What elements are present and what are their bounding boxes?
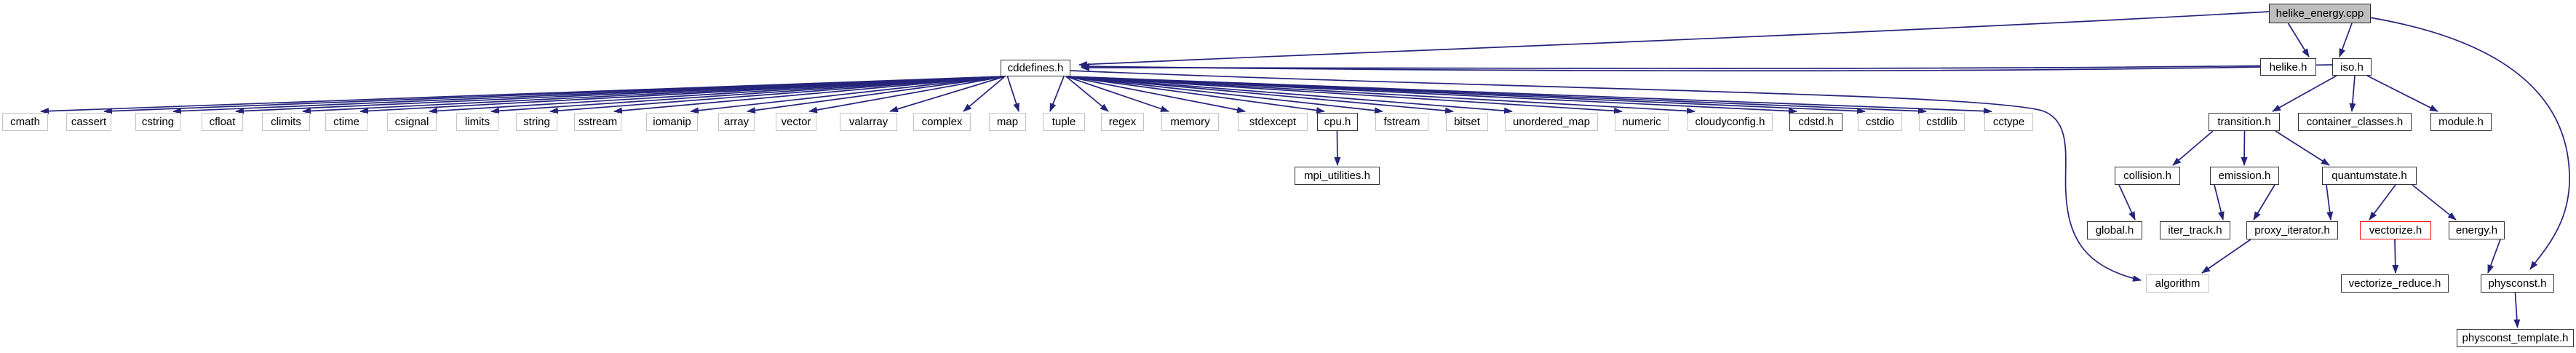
- edge-cddefines-memory: [1065, 76, 1169, 112]
- node-climits: climits: [262, 113, 310, 131]
- node-tuple: tuple: [1043, 113, 1085, 131]
- edge-cddefines-cloudyconfig: [1065, 76, 1696, 114]
- node-global[interactable]: global.h: [2087, 221, 2142, 239]
- node-cddefines[interactable]: cddefines.h: [1001, 60, 1070, 76]
- node-iomanip: iomanip: [646, 113, 698, 131]
- node-array: array: [718, 113, 755, 131]
- node-cstdio: cstdio: [1858, 113, 1902, 131]
- edge-transition-emission: [2241, 130, 2248, 166]
- edge-iso-module: [2366, 75, 2438, 112]
- edge-transition-quantumstate: [2275, 130, 2330, 166]
- edge-emission-iter_track: [2214, 184, 2225, 221]
- node-cstdlib: cstdlib: [1919, 113, 1965, 131]
- node-valarray: valarray: [840, 113, 897, 131]
- edge-helike_energy_cpp-physconst: [2369, 17, 2570, 270]
- edge-iso-transition: [2272, 75, 2337, 112]
- node-helike_energy_cpp[interactable]: helike_energy.cpp: [2269, 4, 2371, 23]
- edge-cddefines-algorithm: [1069, 70, 2142, 282]
- node-csignal: csignal: [387, 113, 437, 131]
- edge-cddefines-tuple: [1049, 76, 1065, 112]
- node-transition[interactable]: transition.h: [2209, 113, 2280, 131]
- node-module[interactable]: module.h: [2430, 113, 2492, 131]
- edge-cddefines-unordered_map: [1065, 76, 1513, 114]
- edge-emission-proxy_iterator: [2253, 184, 2275, 221]
- node-energy[interactable]: energy.h: [2449, 221, 2505, 239]
- node-sstream: sstream: [574, 113, 621, 131]
- edge-quantumstate-energy: [2412, 184, 2457, 221]
- edge-quantumstate-vectorize: [2369, 184, 2396, 221]
- node-helike[interactable]: helike.h: [2260, 58, 2316, 76]
- node-unordered_map: unordered_map: [1505, 113, 1598, 131]
- node-cloudyconfig: cloudyconfig.h: [1687, 113, 1773, 131]
- node-physconst_template[interactable]: physconst_template.h: [2457, 329, 2574, 347]
- edge-helike_energy_cpp-helike: [2287, 23, 2310, 57]
- node-fstream: fstream: [1375, 113, 1428, 131]
- node-iter_track[interactable]: iter_track.h: [2160, 221, 2230, 239]
- node-regex: regex: [1101, 113, 1144, 131]
- edge-vectorize-vectorize_reduce: [2392, 239, 2399, 274]
- edge-cddefines-iomanip: [690, 76, 1006, 114]
- edge-cddefines-cpu: [1065, 76, 1325, 114]
- edge-cddefines-array: [747, 76, 1006, 114]
- edge-cddefines-stdexcept: [1065, 76, 1246, 114]
- node-physconst[interactable]: physconst.h: [2481, 274, 2554, 293]
- edge-collision-global: [2118, 184, 2136, 221]
- node-bitset: bitset: [1446, 113, 1488, 131]
- node-string: string: [516, 113, 557, 131]
- node-vector: vector: [776, 113, 816, 131]
- node-algorithm: algorithm: [2146, 274, 2209, 293]
- edge-cddefines-valarray: [889, 76, 1006, 113]
- node-cassert: cassert: [66, 113, 111, 131]
- node-vectorize_reduce[interactable]: vectorize_reduce.h: [2341, 274, 2449, 293]
- node-cpu[interactable]: cpu.h: [1317, 113, 1358, 131]
- edge-iso-container_classes: [2349, 75, 2356, 112]
- node-container_classes[interactable]: container_classes.h: [2298, 113, 2412, 131]
- edge-helike_energy_cpp-iso: [2339, 23, 2353, 57]
- node-mpi_utilities[interactable]: mpi_utilities.h: [1295, 167, 1380, 185]
- edge-cddefines-map: [1006, 76, 1019, 112]
- node-quantumstate[interactable]: quantumstate.h: [2322, 167, 2417, 185]
- node-cctype: cctype: [1984, 113, 2033, 131]
- node-ctime: ctime: [325, 113, 367, 131]
- edge-cddefines-cctype: [1065, 76, 1992, 115]
- node-cmath: cmath: [2, 113, 48, 131]
- edge-cddefines-regex: [1065, 76, 1109, 112]
- edge-cddefines-csignal: [429, 76, 1006, 114]
- edge-cddefines-bitset: [1065, 76, 1454, 114]
- node-complex: complex: [913, 113, 971, 131]
- edge-cddefines-fstream: [1065, 76, 1383, 114]
- node-emission[interactable]: emission.h: [2210, 167, 2279, 185]
- node-cdstd[interactable]: cdstd.h: [1789, 113, 1842, 131]
- edge-helike_energy_cpp-cddefines: [1078, 11, 2270, 68]
- node-limits: limits: [456, 113, 498, 131]
- edge-cddefines-limits: [490, 76, 1006, 114]
- node-map: map: [989, 113, 1026, 131]
- edge-cpu-mpi_utilities: [1334, 130, 1341, 166]
- edge-cddefines-ctime: [359, 76, 1006, 114]
- edge-cddefines-string: [549, 76, 1006, 114]
- edge-cddefines-numeric: [1065, 76, 1623, 114]
- edge-physconst-physconst_template: [2513, 292, 2521, 328]
- edge-energy-physconst: [2487, 239, 2501, 274]
- node-collision[interactable]: collision.h: [2115, 167, 2180, 185]
- node-stdexcept: stdexcept: [1238, 113, 1308, 131]
- node-memory: memory: [1161, 113, 1219, 131]
- node-vectorize[interactable]: vectorize.h: [2360, 221, 2431, 239]
- edge-quantumstate-proxy_iterator: [2326, 184, 2334, 221]
- edge-cddefines-sstream: [613, 76, 1006, 114]
- edge-transition-collision: [2172, 130, 2214, 166]
- node-proxy_iterator[interactable]: proxy_iterator.h: [2246, 221, 2338, 239]
- edge-iso-cddefines: [1081, 64, 2333, 71]
- node-numeric: numeric: [1615, 113, 1669, 131]
- edge-proxy_iterator-algorithm: [2201, 239, 2251, 274]
- node-cfloat: cfloat: [202, 113, 243, 131]
- node-cstring: cstring: [135, 113, 180, 131]
- edge-cddefines-complex: [963, 76, 1006, 112]
- edge-cddefines-vector: [808, 76, 1006, 114]
- node-iso[interactable]: iso.h: [2332, 58, 2372, 76]
